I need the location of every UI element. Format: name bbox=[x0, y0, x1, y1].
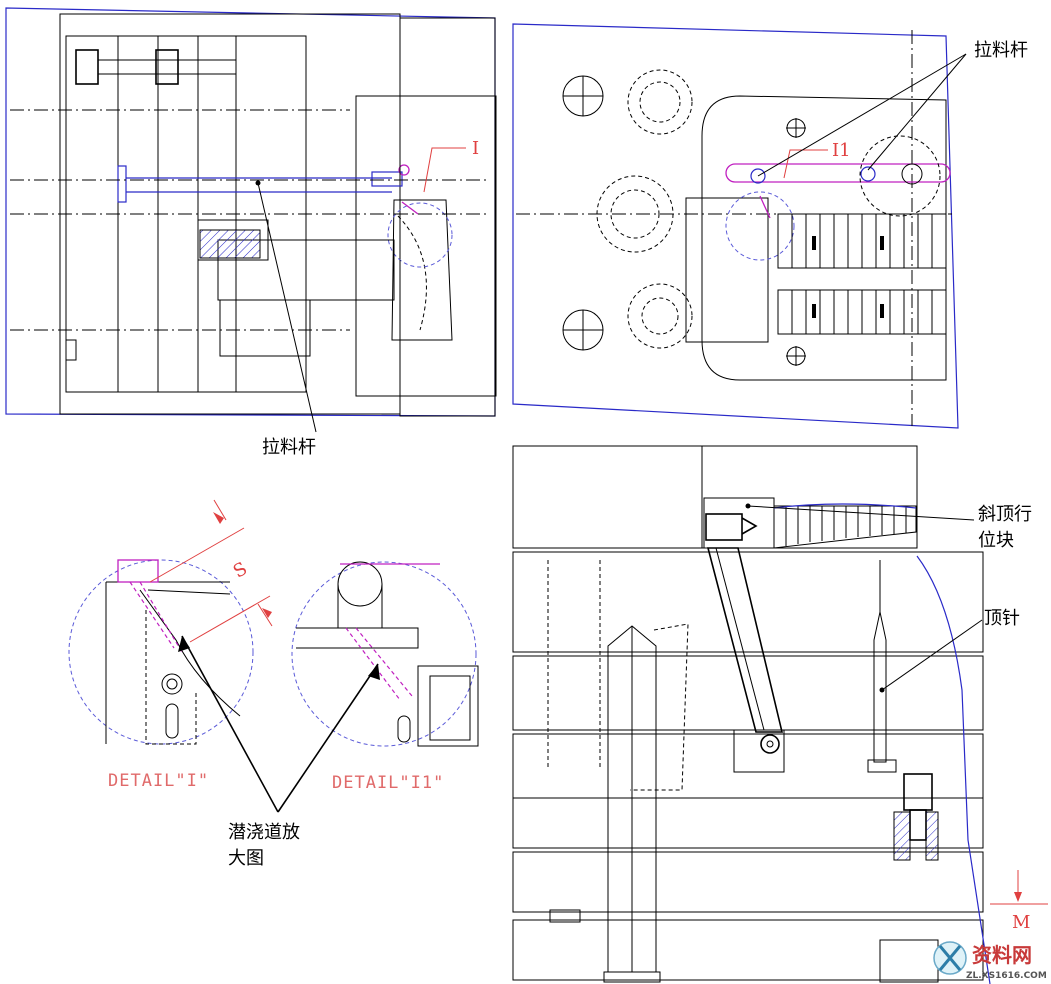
detail-i-view: S DETAIL"I" bbox=[68, 499, 273, 791]
dimension-s: S bbox=[230, 558, 251, 582]
bottom-right-ejection-view: M 斜顶行 位块 顶针 bbox=[512, 445, 1048, 984]
sub-gate-label-line2: 大图 bbox=[228, 848, 264, 869]
sub-gate-label-line1: 潜浇道放 bbox=[228, 822, 300, 843]
sub-gate-callout: 潜浇道放 大图 bbox=[178, 635, 380, 869]
puller-rod-label-left: 拉料杆 bbox=[262, 437, 316, 458]
puller-rod-label-right: 拉料杆 bbox=[974, 40, 1028, 61]
ejector-pin-label: 顶针 bbox=[984, 608, 1020, 629]
detail-i1-view: DETAIL"I1" bbox=[291, 561, 479, 793]
lifter-guide-label-line2: 位块 bbox=[978, 530, 1014, 551]
dimension-m: M bbox=[1012, 912, 1030, 933]
watermark-url: ZL.XS1616.COM bbox=[966, 971, 1047, 981]
top-left-section-view: I 拉料杆 bbox=[5, 7, 497, 458]
detail-i1-caption: DETAIL"I1" bbox=[332, 773, 444, 793]
watermark-logo: 资料网 ZL.XS1616.COM bbox=[933, 941, 1047, 981]
top-right-plan-view: I1 拉料杆 bbox=[512, 23, 1028, 429]
lifter-guide-label-line1: 斜顶行 bbox=[978, 504, 1032, 525]
detail-i1-marker: I1 bbox=[832, 140, 851, 161]
detail-i-caption: DETAIL"I" bbox=[108, 771, 209, 791]
x-logo-icon bbox=[933, 941, 967, 975]
watermark-brand: 资料网 bbox=[972, 943, 1032, 967]
detail-i-marker: I bbox=[472, 138, 479, 159]
